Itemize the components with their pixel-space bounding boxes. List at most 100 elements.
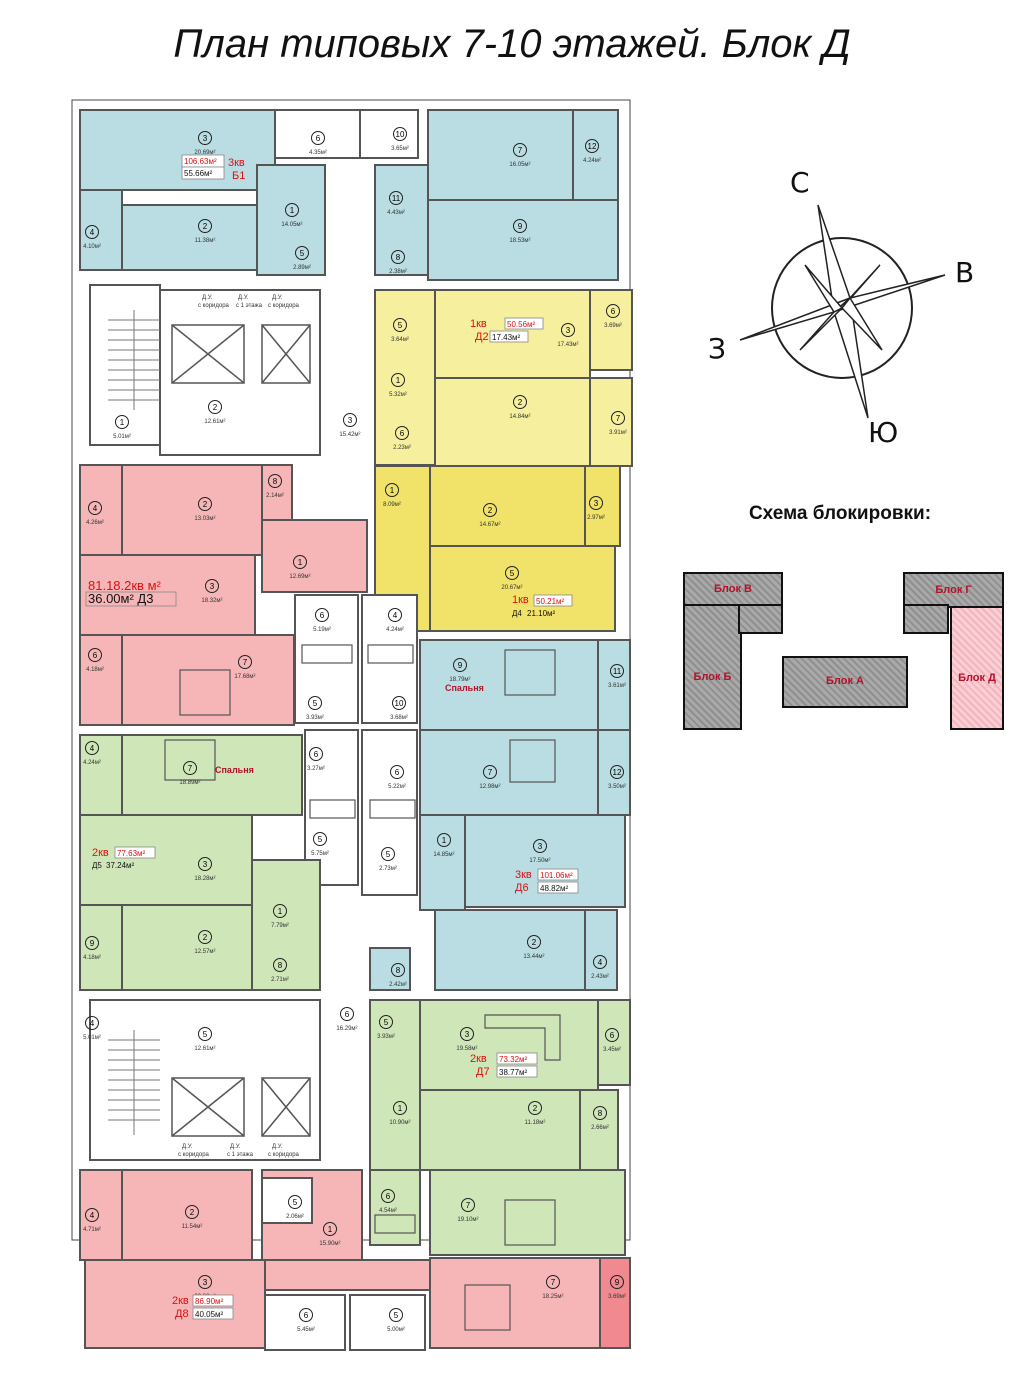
room-area: 5.01м² — [113, 434, 131, 440]
room-area: 14.67м² — [479, 522, 500, 528]
room-area: 2.38м² — [389, 269, 407, 275]
room-number: 2 — [190, 1208, 195, 1217]
room-label: 82.71м² — [271, 958, 289, 983]
wet-rooms-middle — [294, 594, 418, 896]
apt-d3-total: 81.18.2кв м² — [88, 578, 162, 593]
room-label: 64.35м² — [309, 131, 327, 156]
room-area: 3.69м² — [604, 323, 622, 329]
room-number: 6 — [314, 750, 319, 759]
room-label: 65.19м² — [313, 608, 331, 633]
apt-d2-code: Д2 — [475, 331, 489, 343]
room-area: 4.10м² — [83, 244, 101, 250]
apt-b1-name: 3кв — [228, 157, 245, 169]
room-number-circle — [343, 413, 357, 427]
apt-info-d6: 3кв 101.06м² Д6 48.82м² — [515, 868, 579, 894]
room-number: 2 — [488, 506, 493, 515]
room-number-circle — [323, 1222, 337, 1236]
room-number-circle — [610, 1275, 624, 1289]
room-area: 18.89м² — [179, 780, 200, 786]
room-number: 9 — [90, 939, 95, 948]
room-area: 12.57м² — [194, 949, 215, 955]
room-area: 4.24м² — [386, 627, 404, 633]
bedroom-label-1: Спальня — [445, 683, 484, 693]
note-smoke-6: Д.У. — [272, 1144, 283, 1150]
apt-d4-living: 21.10м² — [527, 609, 556, 618]
room-label: 212.57м² — [194, 930, 216, 955]
room-number: 6 — [386, 1192, 391, 1201]
building-outline — [71, 99, 631, 1241]
room-area: 19.10м² — [457, 1217, 478, 1223]
room-label: 717.68м² — [234, 655, 256, 680]
room-number: 4 — [598, 958, 603, 967]
room-number-circle — [115, 415, 129, 429]
room-label: 5 2.89м² — [293, 246, 311, 271]
room-area: 11.18м² — [525, 1120, 546, 1126]
compass-rose — [739, 204, 946, 419]
room-label: 318.32м² — [201, 579, 223, 604]
room-number-circle — [183, 761, 197, 775]
room-area: 13.44м² — [523, 954, 544, 960]
room-number-circle — [85, 225, 99, 239]
room-number-circle — [198, 219, 212, 233]
compass-south-label: Ю — [868, 416, 899, 449]
room-number: 8 — [598, 1109, 603, 1118]
room-label: 94.18м² — [83, 936, 101, 961]
room-number: 7 — [488, 768, 493, 777]
room-area: 2.89м² — [293, 265, 311, 271]
room-area: 16.29м² — [336, 1026, 357, 1032]
apt-d7-code: Д7 — [476, 1066, 490, 1078]
room-number-circle — [546, 1275, 560, 1289]
room-label: 45.01м² — [83, 1016, 101, 1041]
room-number: 7 — [616, 414, 621, 423]
room-label: 114.85м² — [433, 833, 455, 858]
room-number: 2 — [518, 398, 523, 407]
room-area: 4.24м² — [583, 158, 601, 164]
room-number-circle — [288, 1195, 302, 1209]
room-area: 4.43м² — [387, 210, 405, 216]
room-number-circle — [593, 955, 607, 969]
room-number-circle — [391, 963, 405, 977]
room-number: 4 — [93, 504, 98, 513]
room-label: 214.84м² — [509, 395, 531, 420]
room-number: 5 — [300, 249, 305, 258]
room-number: 4 — [90, 1211, 95, 1220]
room-area: 2.66м² — [591, 1125, 609, 1131]
stair-notes-top: Д.У. с коридора Д.У. с 1 этажа Д.У. с ко… — [198, 295, 300, 309]
room-area: 12.61м² — [204, 419, 225, 425]
room-number-circle — [391, 373, 405, 387]
room-label: 318.28м² — [194, 857, 216, 882]
room-label: 213.03м² — [194, 497, 216, 522]
room-number: 3 — [203, 134, 208, 143]
apt-d7 — [369, 999, 631, 1256]
room-label: 2 14.67м² — [479, 503, 501, 528]
block-b: Блок Б — [683, 604, 742, 730]
room-label: 15.01м² — [113, 415, 131, 440]
room-number: 6 — [316, 134, 321, 143]
compass-west-label: З — [708, 332, 726, 365]
room-number-circle — [381, 1189, 395, 1203]
room-number: 4 — [90, 228, 95, 237]
room-area: 4.26м² — [86, 520, 104, 526]
room-number-circle — [88, 501, 102, 515]
apt-info-d5: 2кв 77.63м² Д5 37.24м² — [92, 846, 156, 870]
room-number: 5 — [398, 321, 403, 330]
room-label: 63.69м² — [604, 304, 622, 329]
bedroom-label-2: Спальня — [215, 765, 254, 775]
room-number: 2 — [203, 500, 208, 509]
room-number: 3 — [465, 1030, 470, 1039]
room-area: 15.90м² — [319, 1241, 340, 1247]
room-area: 3.91м² — [609, 430, 627, 436]
room-area: 8.09м² — [383, 502, 401, 508]
room-area: 3.69м² — [608, 1294, 626, 1300]
apt-d7-living: 38.77м² — [499, 1068, 528, 1077]
room-area: 12.69м² — [289, 574, 310, 580]
room-number: 1 — [396, 376, 401, 385]
room-number-circle — [461, 1198, 475, 1212]
room-number-circle — [315, 608, 329, 622]
apt-d5-name: 2кв — [92, 847, 109, 859]
room-area: 3.64м² — [391, 337, 409, 343]
room-area: 17.50м² — [529, 858, 550, 864]
block-d-label: Блок Д — [958, 672, 996, 684]
room-label: 82.42м² — [389, 963, 407, 988]
room-number-circle — [391, 250, 405, 264]
